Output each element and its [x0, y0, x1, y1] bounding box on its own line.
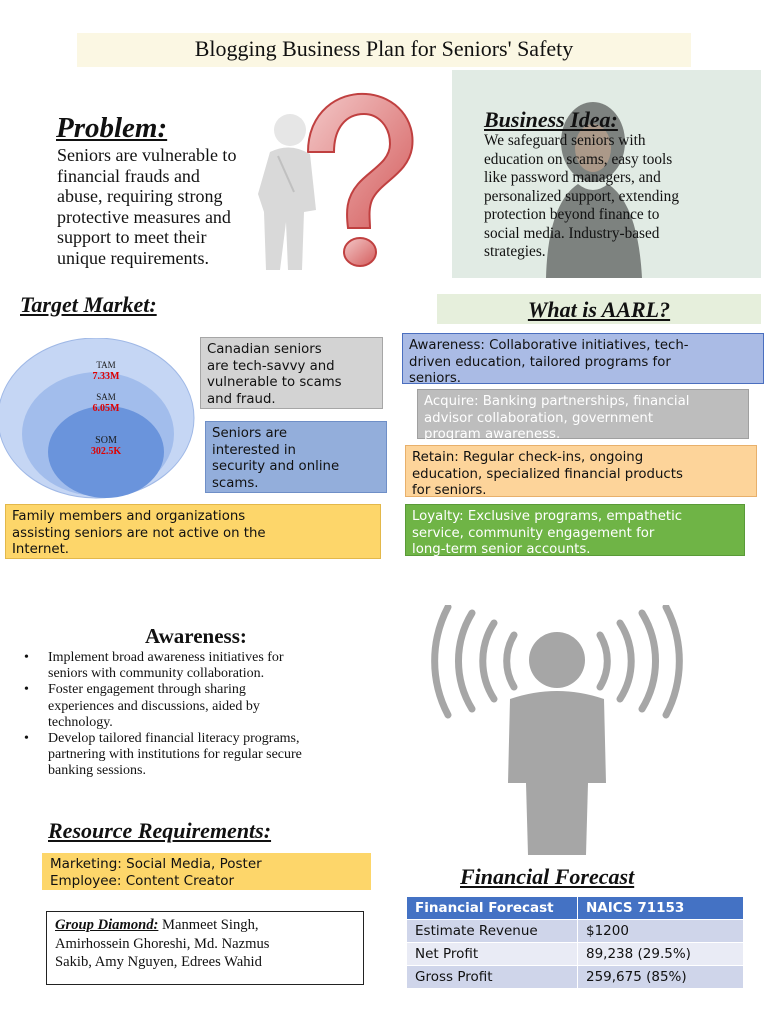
problem-line: unique requirements. — [57, 247, 209, 268]
problem-line: support to meet their — [57, 227, 207, 248]
box-line: and fraud. — [207, 391, 276, 407]
family-members-box: Family members and organizations assisti… — [5, 504, 381, 559]
som-value: 302.5K — [91, 446, 122, 457]
market-size-diagram: TAM 7.33M SAM 6.05M SOM 302.5K — [0, 338, 195, 499]
interested-seniors-box: Seniors are interested in security and o… — [205, 421, 387, 493]
table-row: Estimate Revenue $1200 — [406, 919, 744, 943]
list-item: Implement broad awareness initiatives fo… — [24, 650, 404, 682]
som-ellipse — [48, 406, 164, 498]
aarl-heading: What is AARL? — [527, 297, 671, 322]
box-line: vulnerable to scams — [207, 375, 342, 391]
problem-text: Seniors are vulnerable to financial frau… — [57, 145, 347, 269]
list-line: seniors with community collaboration. — [48, 666, 265, 682]
business-idea-text: We safeguard seniors with education on s… — [484, 132, 746, 262]
box-line: education, specialized financial product… — [412, 466, 683, 482]
box-line: Internet. — [12, 542, 70, 558]
table-header-cell: Financial Forecast — [406, 896, 578, 920]
box-line: Employee: Content Creator — [50, 872, 235, 889]
idea-line: protection beyond finance to — [484, 206, 660, 223]
som-label: SOM — [95, 435, 117, 446]
box-line: driven education, tailored programs for — [409, 354, 671, 370]
awareness-list: Implement broad awareness initiatives fo… — [24, 650, 404, 780]
title-banner — [77, 33, 691, 67]
list-item: Develop tailored financial literacy prog… — [24, 731, 404, 780]
resource-requirements-box: Marketing: Social Media, Poster Employee… — [42, 853, 371, 890]
financial-forecast-table: Financial Forecast NAICS 71153 Estimate … — [406, 896, 744, 989]
canadian-seniors-box: Canadian seniors are tech-savvy and vuln… — [200, 337, 383, 409]
table-cell: 89,238 (29.5%) — [577, 942, 744, 966]
list-line: experiences and discussions, aided by — [48, 698, 260, 714]
box-line: seniors. — [409, 371, 461, 387]
idea-line: personalized support, extending — [484, 187, 679, 205]
box-line: Acquire: Banking partnerships, financial — [424, 394, 690, 409]
table-row: Net Profit 89,238 (29.5%) — [406, 942, 744, 966]
list-line: banking sessions. — [48, 763, 146, 779]
problem-heading: Problem: — [56, 112, 168, 144]
box-line: Retain: Regular check-ins, ongoing — [412, 450, 644, 465]
group-members-box: Group Diamond: Manmeet Singh, Amirhossei… — [46, 911, 364, 985]
resource-requirements-heading: Resource Requirements: — [48, 818, 272, 843]
table-cell: $1200 — [577, 919, 744, 943]
broadcasting-person-icon — [431, 605, 683, 855]
question-mark-figure-icon — [258, 92, 414, 270]
group-line: Sakib, Amy Nguyen, Edrees Wahid — [55, 954, 262, 970]
sam-value: 6.05M — [93, 403, 121, 414]
box-line: interested in — [212, 442, 296, 458]
table-cell: Net Profit — [406, 942, 578, 966]
idea-line: We safeguard seniors with — [484, 132, 646, 149]
page-title: Blogging Business Plan for Seniors' Safe… — [194, 36, 574, 61]
problem-line: Seniors are vulnerable to — [57, 145, 237, 165]
table-header-row: Financial Forecast NAICS 71153 — [406, 896, 744, 920]
table-header-cell: NAICS 71153 — [577, 896, 744, 920]
box-line: assisting seniors are not active on the — [12, 525, 266, 541]
table-cell: Gross Profit — [406, 965, 578, 989]
problem-line: protective measures and — [57, 206, 231, 227]
table-row: Gross Profit 259,675 (85%) — [406, 965, 744, 989]
aarl-loyalty-box: Loyalty: Exclusive programs, empathetic … — [405, 504, 745, 558]
aarl-awareness-box: Awareness: Collaborative initiatives, te… — [402, 333, 764, 386]
idea-line: like password managers, and — [484, 169, 661, 186]
box-line: for seniors. — [412, 483, 487, 499]
box-line: scams. — [212, 475, 259, 491]
list-line: Foster engagement through sharing — [48, 682, 246, 698]
group-line: Amirhossein Ghoreshi, Md. Nazmus — [55, 935, 270, 952]
group-label: Group Diamond: — [55, 917, 159, 933]
list-line: partnering with institutions for regular… — [48, 747, 302, 763]
box-line: Awareness: Collaborative initiatives, te… — [409, 338, 689, 353]
aarl-retain-box: Retain: Regular check-ins, ongoing educa… — [405, 445, 757, 499]
box-line: program awareness. — [424, 427, 561, 443]
idea-line: education on scams, easy tools — [484, 150, 673, 168]
target-market-heading: Target Market: — [20, 292, 157, 317]
box-line: security and online — [212, 459, 340, 475]
box-line: are tech-savvy and — [207, 358, 335, 374]
aarl-banner — [437, 294, 761, 324]
financial-forecast-heading: Financial Forecast — [460, 864, 635, 889]
list-line: Implement broad awareness initiatives fo… — [48, 650, 284, 665]
list-line: Develop tailored financial literacy prog… — [48, 731, 300, 747]
problem-line: financial frauds and — [57, 165, 200, 186]
sam-label: SAM — [96, 392, 116, 402]
box-line: service, community engagement for — [412, 525, 655, 541]
group-line: Manmeet Singh, — [162, 917, 259, 933]
business-idea-heading: Business Idea: — [484, 107, 618, 132]
box-line: Family members and organizations — [12, 509, 246, 524]
box-line: Seniors are — [212, 426, 288, 441]
aarl-acquire-box: Acquire: Banking partnerships, financial… — [417, 389, 749, 442]
idea-line: social media. Industry-based — [484, 224, 660, 242]
box-line: Canadian seniors — [207, 342, 322, 357]
box-line: long-term senior accounts. — [412, 542, 591, 558]
tam-label: TAM — [96, 360, 115, 370]
tam-value: 7.33M — [93, 371, 121, 382]
box-line: Loyalty: Exclusive programs, empathetic — [412, 509, 683, 524]
table-cell: 259,675 (85%) — [577, 965, 744, 989]
hijab-woman-icon — [546, 102, 642, 278]
table-cell: Estimate Revenue — [406, 919, 578, 943]
list-line: technology. — [48, 714, 113, 730]
box-line: advisor collaboration, government — [424, 410, 654, 426]
box-line: Marketing: Social Media, Poster — [50, 856, 262, 872]
idea-line: strategies. — [484, 243, 546, 260]
problem-line: abuse, requiring strong — [57, 186, 223, 207]
awareness-heading: Awareness: — [145, 624, 247, 648]
list-item: Foster engagement through sharing experi… — [24, 682, 404, 731]
